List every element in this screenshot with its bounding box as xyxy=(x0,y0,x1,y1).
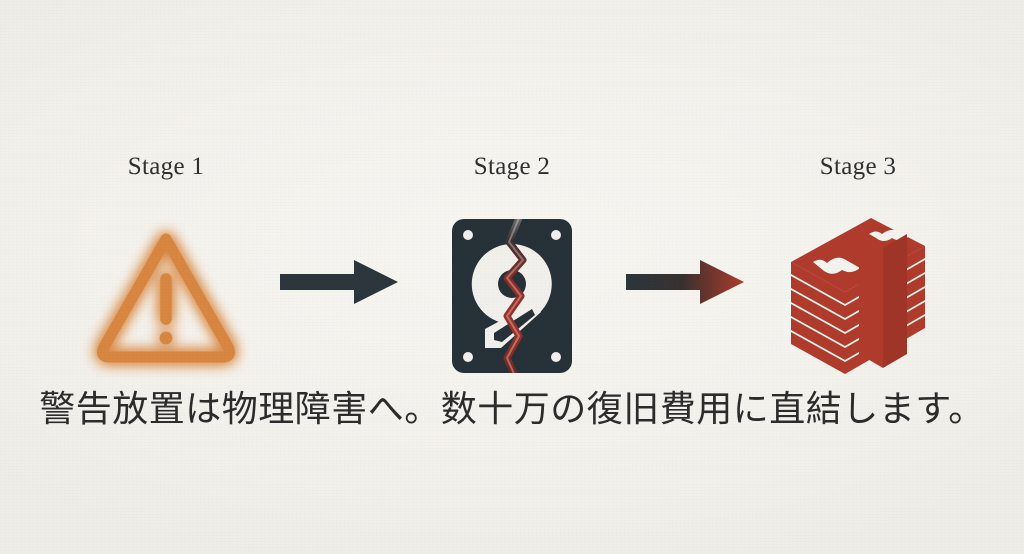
caption-text: 警告放置は物理障害へ。数十万の復旧費用に直結します。 xyxy=(39,389,985,429)
stage-1-label: Stage 1 xyxy=(127,153,205,180)
stage-3: Stage 3 xyxy=(760,140,956,378)
money-stack-icon xyxy=(791,217,925,374)
arrow-stage2-to-stage3 xyxy=(626,260,744,304)
stage-3-label: Stage 3 xyxy=(819,153,897,180)
stage-2: Stage 2 xyxy=(414,140,610,378)
cracked-hard-drive-icon xyxy=(452,218,572,373)
arrow-stage1-to-stage2 xyxy=(280,260,398,304)
stage-2-artwork xyxy=(427,213,597,378)
stage-1: Stage 1 xyxy=(68,140,264,378)
arrow-slot-1 xyxy=(264,140,414,306)
stage-1-artwork xyxy=(81,213,251,378)
stage-2-label: Stage 2 xyxy=(473,153,551,180)
warning-triangle-icon xyxy=(97,233,235,362)
stage-flow-row: Stage 1 xyxy=(0,140,1024,380)
arrow-slot-2 xyxy=(610,140,760,306)
stage-3-artwork xyxy=(773,213,943,378)
